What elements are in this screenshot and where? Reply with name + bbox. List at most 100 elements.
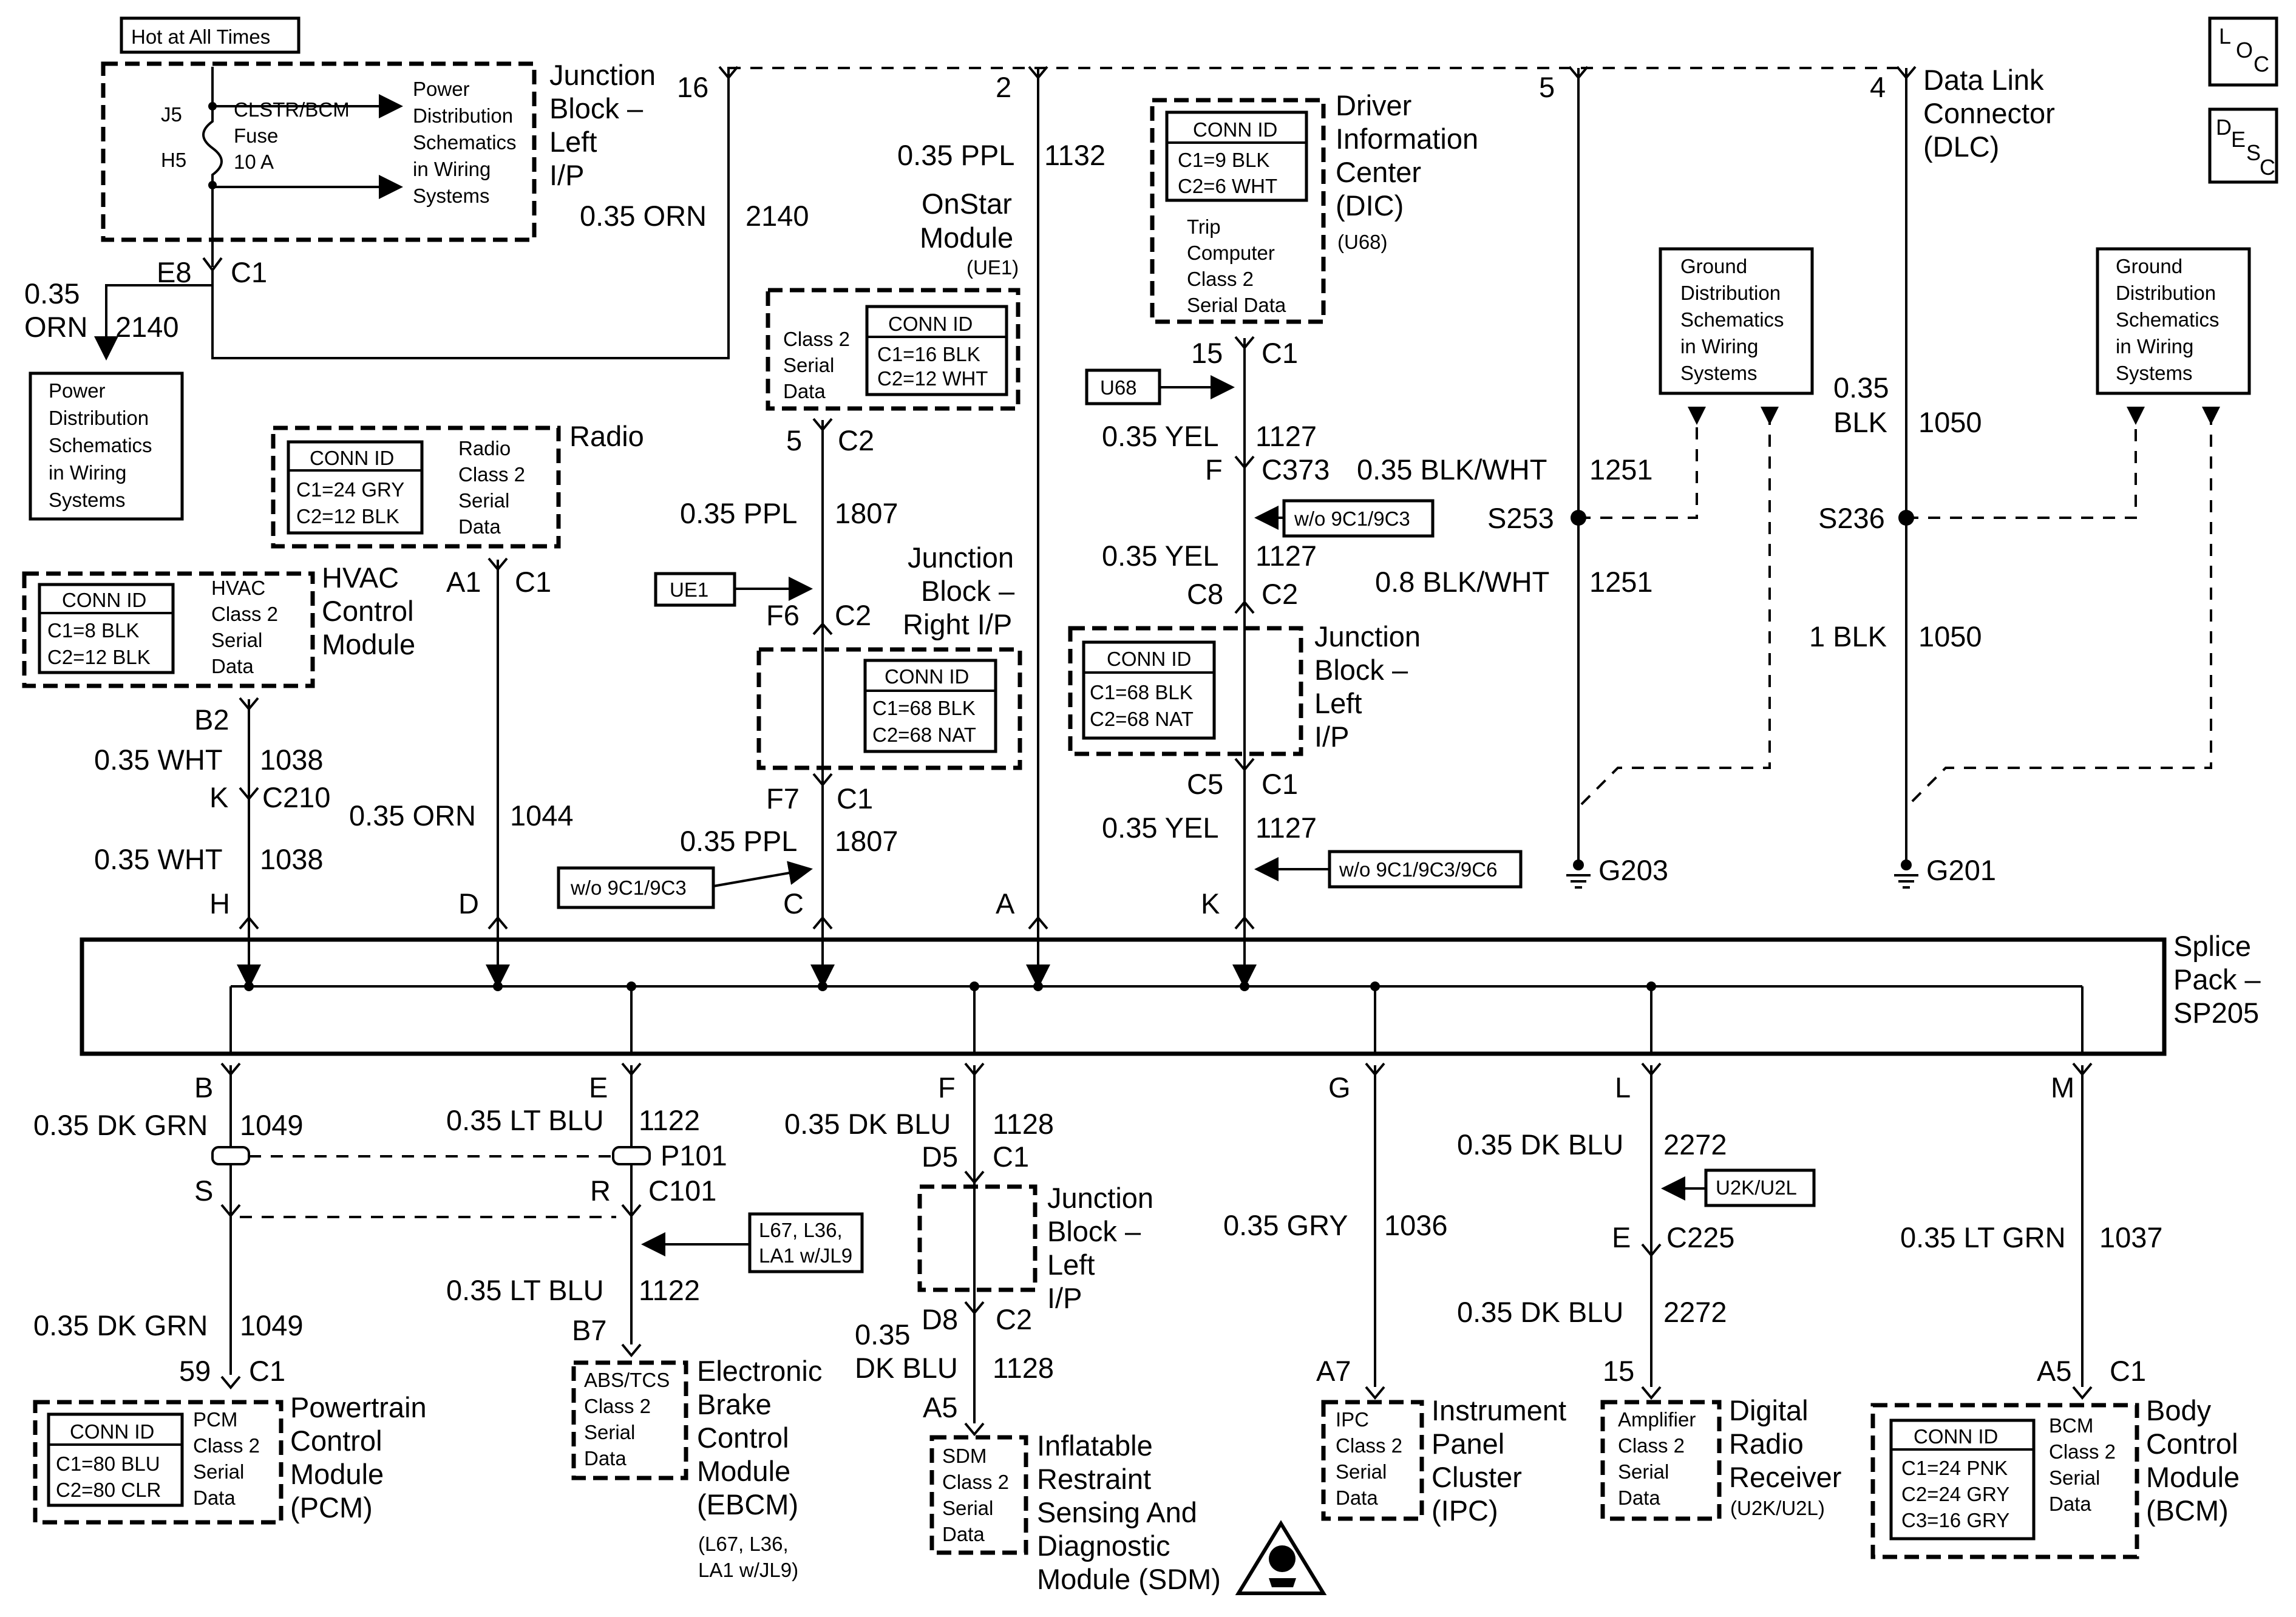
drr-option: (U2K/U2L) bbox=[1730, 1497, 1825, 1519]
connector-c8 bbox=[1234, 600, 1255, 614]
svg-text:Digital: Digital bbox=[1729, 1394, 1809, 1426]
wire-1038-circuit-1: 1038 bbox=[260, 744, 324, 776]
desc-icon[interactable]: D E S C bbox=[2208, 107, 2278, 184]
pin-r-label: R bbox=[590, 1175, 611, 1207]
svg-text:Junction: Junction bbox=[549, 59, 656, 91]
c2-c8-label: C2 bbox=[1262, 578, 1298, 610]
wire-1050-size-1a: 0.35 bbox=[1833, 371, 1889, 404]
wire-1127-size-2: 0.35 YEL bbox=[1102, 540, 1219, 572]
bcm-dashed-box bbox=[1870, 1403, 2139, 1559]
pin-s-label: S bbox=[194, 1175, 213, 1207]
jb-right-title-3: Right I/P bbox=[903, 608, 1012, 640]
radio-conn-id: CONN ID bbox=[310, 447, 394, 469]
pin-c-label: C bbox=[783, 887, 804, 920]
jb-right-conn-id: CONN ID bbox=[885, 665, 969, 688]
svg-text:I/P: I/P bbox=[1314, 720, 1349, 753]
ipc-dashed-box bbox=[1321, 1400, 1424, 1521]
hvac-conn-c1: C1=8 BLK bbox=[47, 619, 139, 642]
pcm-c1: C1 bbox=[249, 1355, 285, 1387]
pin-d5-label: D5 bbox=[922, 1141, 958, 1173]
jb-left-mid-conn-c1: C1=68 BLK bbox=[1090, 681, 1193, 703]
fuse-word: Fuse bbox=[234, 124, 278, 147]
connector-c5 bbox=[1234, 758, 1255, 772]
pin-h5-label: H5 bbox=[161, 149, 186, 171]
ipc-serial-4: Data bbox=[1336, 1486, 1378, 1509]
pcm-serial-3: Serial bbox=[193, 1460, 244, 1483]
hvac-serial-2: Class 2 bbox=[211, 603, 278, 625]
ebcm-option-1: L67, L36, bbox=[759, 1219, 843, 1241]
svg-text:Information: Information bbox=[1336, 123, 1478, 155]
loc-icon[interactable]: L O C bbox=[2208, 16, 2278, 87]
radio-dashed-box bbox=[271, 425, 561, 549]
svg-text:Schematics: Schematics bbox=[413, 131, 517, 154]
wo-9c1-9c3-arrow bbox=[713, 861, 813, 887]
pin-d-label: D bbox=[458, 887, 479, 920]
svg-text:Systems: Systems bbox=[413, 185, 490, 207]
svg-text:Body: Body bbox=[2146, 1394, 2212, 1426]
dic-c1: C1 bbox=[1262, 337, 1298, 369]
connector-c373 bbox=[1234, 455, 1255, 470]
bcm-conn-c1: C1=24 PNK bbox=[1901, 1457, 2008, 1479]
connector-d5 bbox=[964, 1170, 985, 1185]
ebcm-option2-2: LA1 w/JL9) bbox=[698, 1559, 798, 1581]
pcm-serial-2: Class 2 bbox=[193, 1434, 260, 1457]
radio-serial-3: Serial bbox=[458, 489, 509, 512]
svg-text:Power: Power bbox=[413, 78, 470, 100]
wire-1127-circuit-2: 1127 bbox=[1255, 540, 1317, 572]
pcm-serial-4: Data bbox=[193, 1486, 236, 1509]
wire-1132-size: 0.35 PPL bbox=[897, 139, 1014, 171]
jb-right-title-1: Junction bbox=[908, 541, 1014, 574]
wire-1037-size: 0.35 LT GRN bbox=[1900, 1221, 2066, 1253]
jb-left-mid-title: Junction Block – Left I/P bbox=[1314, 620, 1421, 753]
c2-f6-label: C2 bbox=[835, 599, 871, 631]
pin-b7-label: B7 bbox=[572, 1314, 607, 1346]
ipc-serial-1: IPC bbox=[1336, 1408, 1369, 1431]
wire-1807b-circuit: 1807 bbox=[835, 825, 898, 857]
radio-conn-c2: C2=12 BLK bbox=[296, 505, 399, 527]
svg-text:Block –: Block – bbox=[1047, 1215, 1141, 1247]
wire-2272-size-2: 0.35 DK BLU bbox=[1457, 1296, 1623, 1328]
pcm-conn-c2: C2=80 CLR bbox=[56, 1479, 161, 1501]
onstar-conn-id: CONN ID bbox=[888, 313, 973, 335]
hvac-conn-id: CONN ID bbox=[62, 589, 146, 611]
pcm-conn-id: CONN ID bbox=[70, 1420, 154, 1443]
svg-text:Splice: Splice bbox=[2173, 930, 2251, 962]
fuse-symbol bbox=[202, 67, 223, 267]
pin-a5-sdm: A5 bbox=[923, 1391, 958, 1423]
svg-text:I/P: I/P bbox=[1047, 1282, 1082, 1314]
sdm-serial-2: Class 2 bbox=[942, 1471, 1009, 1493]
svg-text:Schematics: Schematics bbox=[49, 434, 152, 456]
hvac-dashed-box bbox=[22, 571, 315, 688]
dic-serial-4: Serial Data bbox=[1187, 294, 1286, 316]
c373-label: C373 bbox=[1262, 453, 1330, 486]
ground1-dashed-a bbox=[1578, 413, 1698, 519]
jb-left-mid-conn-c2: C2=68 NAT bbox=[1090, 708, 1194, 730]
svg-text:Module: Module bbox=[697, 1455, 790, 1487]
drr-serial-3: Serial bbox=[1618, 1460, 1669, 1483]
pin-15-drr: 15 bbox=[1603, 1355, 1634, 1387]
wire-1127-circuit-1: 1127 bbox=[1255, 420, 1317, 452]
ground2-dashed-a bbox=[1906, 413, 2137, 519]
pin-2-label: 2 bbox=[996, 71, 1011, 103]
power-distribution-box-2 bbox=[29, 371, 184, 521]
pin-m-label: M bbox=[2051, 1071, 2074, 1103]
pin-e8-label: E8 bbox=[157, 256, 192, 288]
connector-59 bbox=[220, 1375, 241, 1390]
p101-connector-plug bbox=[612, 1146, 651, 1165]
svg-text:(PCM): (PCM) bbox=[290, 1491, 373, 1524]
wire-2140-circuit: 2140 bbox=[746, 200, 809, 232]
svg-text:Diagnostic: Diagnostic bbox=[1037, 1530, 1170, 1562]
svg-text:Systems: Systems bbox=[2116, 362, 2193, 384]
jb-left-top-title: Junction Block – Left I/P bbox=[549, 59, 656, 191]
svg-text:Powertrain: Powertrain bbox=[290, 1391, 427, 1423]
hvac-title: HVAC Control Module bbox=[322, 561, 415, 660]
connector-15-drr bbox=[1641, 1386, 1662, 1400]
fuse-name: CLSTR/BCM bbox=[234, 98, 350, 121]
splice-pack-nodes bbox=[229, 929, 2084, 1053]
wire-1128-size-2a: 0.35 bbox=[855, 1318, 910, 1351]
wire-1049-size-1: 0.35 DK GRN bbox=[33, 1109, 208, 1141]
bcm-conn-id: CONN ID bbox=[1914, 1425, 1998, 1448]
pin-5-onstar: 5 bbox=[786, 424, 802, 456]
ebcm-serial-2: Class 2 bbox=[584, 1395, 651, 1417]
